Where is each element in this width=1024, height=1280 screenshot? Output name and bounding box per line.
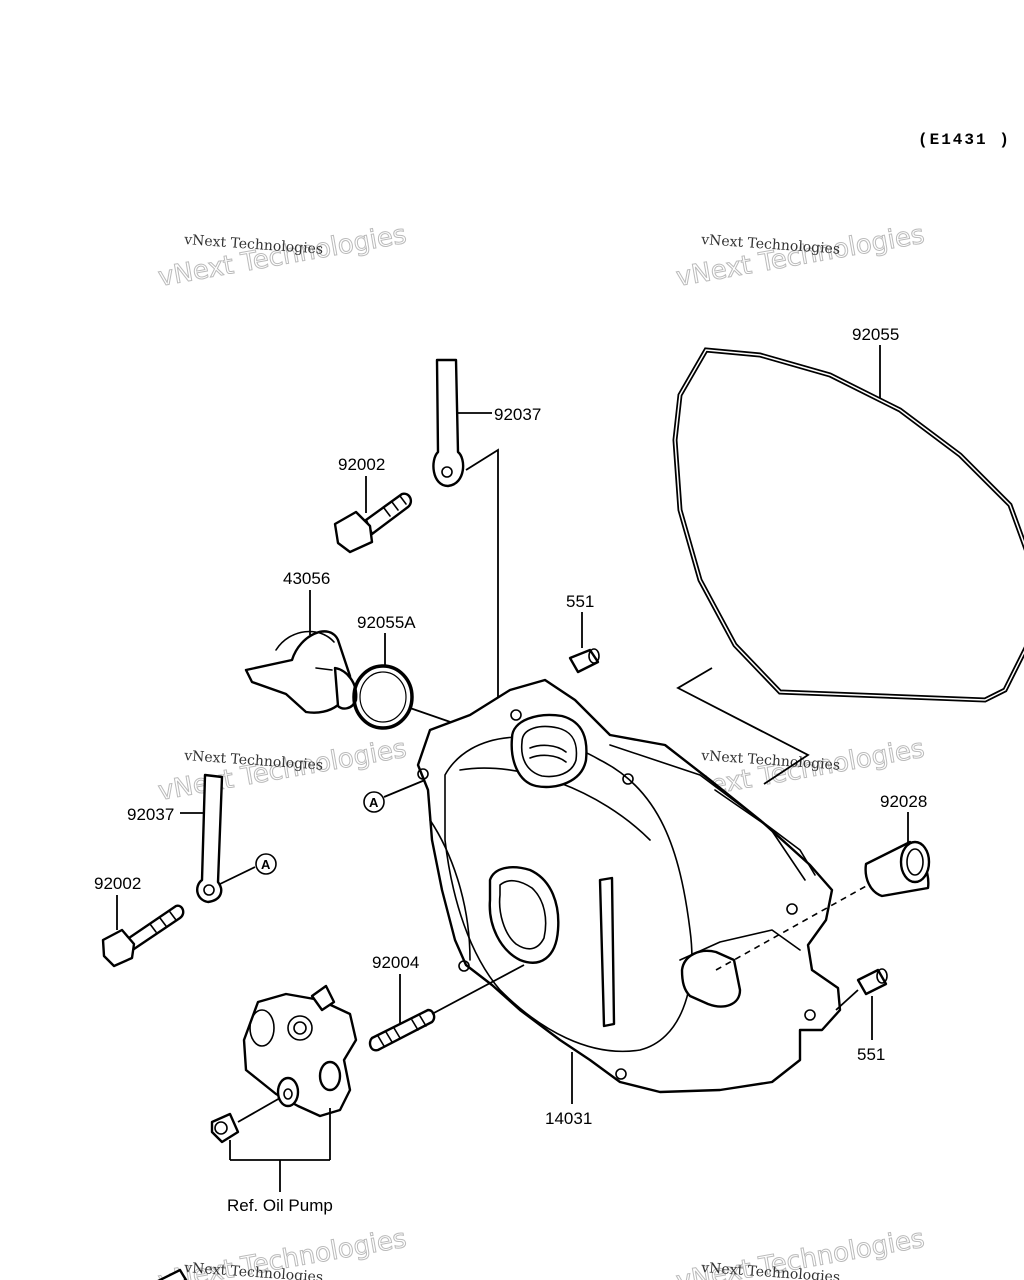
marker-a-cover-left: A [363, 779, 426, 813]
svg-text:A: A [369, 795, 379, 810]
assembly-line [465, 448, 499, 715]
bushing-92028: 92028 [715, 792, 931, 971]
callout-ref-oil-pump: Ref. Oil Pump [227, 1196, 333, 1215]
partial-part-bottom-left [157, 1268, 188, 1280]
callout-92002-left: 92002 [94, 874, 141, 893]
callout-92004: 92004 [372, 953, 419, 972]
callout-92055A: 92055A [357, 613, 416, 632]
watermark-text-outline: vNext Technologies [156, 220, 409, 293]
stud-92004: 92004 [368, 953, 525, 1052]
dowel-pin-551-right: 551 [835, 968, 888, 1064]
watermark-top-left: vNext Technologies vNext Technologies [156, 219, 410, 293]
leader-line [383, 779, 426, 798]
callout-92002-top: 92002 [338, 455, 385, 474]
strap-92037-left: 92037 [127, 773, 256, 904]
oring-92055A: 92055A [352, 613, 561, 761]
assembly-line [431, 964, 525, 1015]
bolt-92002-left: 92002 [94, 874, 185, 968]
callout-551-top: 551 [566, 592, 594, 611]
callout-92037-left: 92037 [127, 805, 174, 824]
callout-551-right: 551 [857, 1045, 885, 1064]
marker-a-left-strap: A [255, 853, 277, 875]
watermark-text-outline: vNext Technologies [674, 220, 927, 293]
watermark-bottom-left: vNext Technologies vNext Technologies [156, 1223, 410, 1280]
callout-92037-top: 92037 [494, 405, 541, 424]
watermark-top-right: vNext Technologies vNext Technologies [674, 219, 928, 293]
dowel-pin-551-top: 551 [566, 592, 600, 674]
assembly-line [835, 989, 859, 1011]
strap-92037-top: 92037 [432, 358, 541, 715]
callout-92028: 92028 [880, 792, 927, 811]
callout-43056: 43056 [283, 569, 330, 588]
gasket-92055: 92055 [672, 325, 1024, 703]
assembly-dashed-line [715, 884, 869, 971]
assembly-line [237, 1097, 281, 1123]
gasket-assembly-line [676, 667, 810, 785]
callout-14031: 14031 [545, 1109, 592, 1128]
bolt-92002-top: 92002 [333, 455, 413, 554]
filler-cap-43056: 43056 [244, 569, 358, 714]
watermark-bottom-right: vNext Technologies vNext Technologies [674, 1223, 928, 1280]
callout-92055: 92055 [852, 325, 899, 344]
figure-code: (E1431 ) [918, 131, 1011, 149]
clutch-cover-14031: 14031 [416, 678, 842, 1128]
assembly-line [219, 866, 256, 885]
oil-pump-reference: Ref. Oil Pump [210, 984, 358, 1215]
svg-text:A: A [261, 857, 271, 872]
